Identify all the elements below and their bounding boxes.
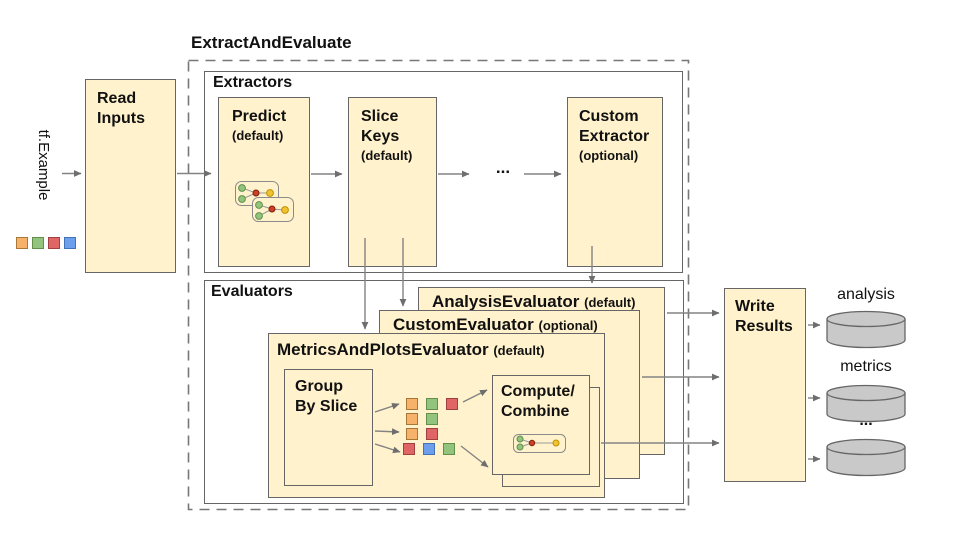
analysis-evaluator-name: AnalysisEvaluator <box>432 292 580 311</box>
slice-grid-row <box>406 413 458 425</box>
group-by-slice-box: Group By Slice <box>284 369 373 486</box>
metrics-and-plots-qualifier: (default) <box>493 343 545 358</box>
red-example-square <box>446 398 458 410</box>
predict-extractor-box: Predict (default) <box>218 97 310 267</box>
red-example-square <box>426 428 438 440</box>
metrics-and-plots-name: MetricsAndPlotsEvaluator <box>277 340 489 359</box>
analysis-evaluator-qualifier: (default) <box>584 295 636 310</box>
orange-example-square <box>406 428 418 440</box>
predict-title: Predict <box>232 108 287 125</box>
custom-extractor-box: Custom Extractor (optional) <box>567 97 663 267</box>
compute-combine-box: Compute/ Combine <box>492 375 590 475</box>
blue-example-square <box>423 443 435 455</box>
more-datastore-cylinder <box>826 438 906 477</box>
custom-extractor-subtitle: (optional) <box>579 148 639 163</box>
custom-evaluator-qualifier: (optional) <box>538 318 598 333</box>
orange-example-square <box>16 237 28 249</box>
green-example-square <box>443 443 455 455</box>
group-by-slice-title: Group By Slice <box>295 378 358 415</box>
orange-example-square <box>406 413 418 425</box>
extract-and-evaluate-title: ExtractAndEvaluate <box>191 33 352 52</box>
write-results-title: Write Results <box>735 298 793 335</box>
analysis-datastore-cylinder <box>826 310 906 349</box>
green-example-square <box>32 237 44 249</box>
more-outputs-label: ... <box>859 412 873 429</box>
read-inputs-title: Read Inputs <box>97 90 145 127</box>
sliced-examples-grid <box>403 398 458 458</box>
evaluators-label: Evaluators <box>211 283 293 300</box>
extractors-ellipsis: ... <box>495 158 511 177</box>
red-example-square <box>48 237 60 249</box>
slice-keys-title: Slice Keys <box>361 108 400 145</box>
analysis-evaluator-heading: AnalysisEvaluator (default) <box>432 292 664 312</box>
custom-evaluator-heading: CustomEvaluator (optional) <box>393 315 639 335</box>
metrics-and-plots-heading: MetricsAndPlotsEvaluator (default) <box>277 340 604 360</box>
slice-grid-row <box>406 398 458 410</box>
custom-evaluator-name: CustomEvaluator <box>393 315 534 334</box>
red-example-square <box>403 443 415 455</box>
orange-example-square <box>406 398 418 410</box>
green-example-square <box>426 398 438 410</box>
slice-grid-row <box>406 428 458 440</box>
predict-subtitle: (default) <box>232 128 284 143</box>
compute-combine-title: Compute/ Combine <box>501 383 575 420</box>
tf-example-label: tf.Example <box>35 129 52 201</box>
write-results-box: Write Results <box>724 288 806 482</box>
extractors-label: Extractors <box>213 74 293 91</box>
green-example-square <box>426 413 438 425</box>
metrics-output-label: metrics <box>840 358 892 375</box>
blue-example-square <box>64 237 76 249</box>
input-example-squares <box>16 237 76 249</box>
slice-grid-row <box>403 443 458 455</box>
slice-keys-extractor-box: Slice Keys (default) <box>348 97 437 267</box>
slice-keys-subtitle: (default) <box>361 148 413 163</box>
custom-extractor-title: Custom Extractor <box>579 108 650 145</box>
analysis-output-label: analysis <box>837 286 895 303</box>
read-inputs-box: Read Inputs <box>85 79 176 273</box>
